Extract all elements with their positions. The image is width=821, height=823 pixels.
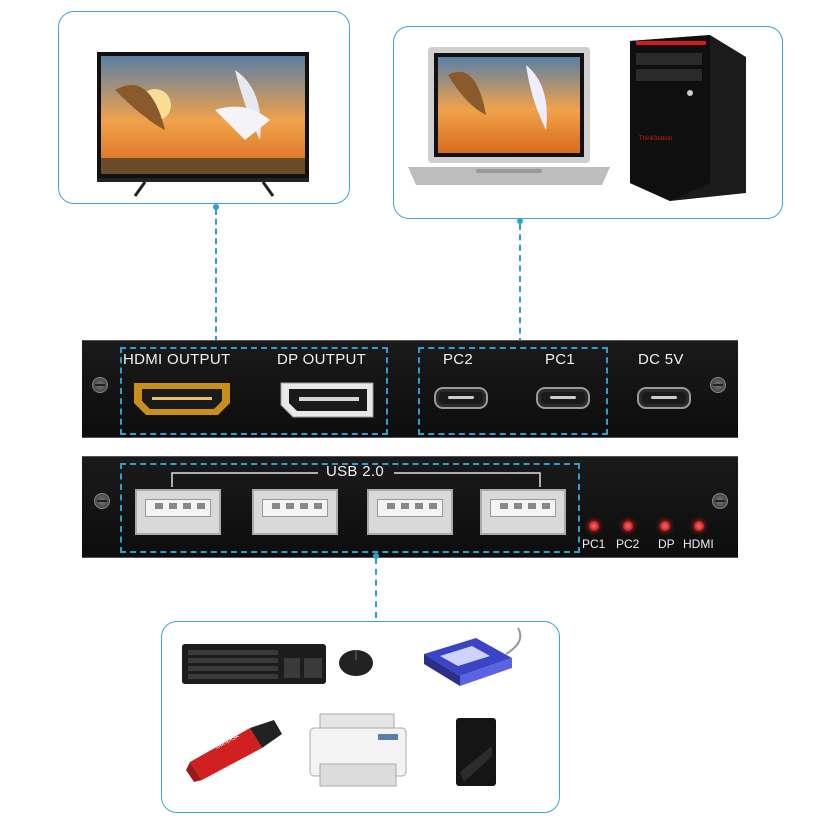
video-output-highlight xyxy=(120,347,388,435)
led-dp xyxy=(660,521,670,531)
usb-label: USB 2.0 xyxy=(326,463,384,480)
usb-hub-highlight xyxy=(120,463,580,553)
tv-icon xyxy=(97,52,309,197)
led-label: PC1 xyxy=(582,537,606,551)
connector-line xyxy=(519,224,521,344)
screw-icon xyxy=(710,377,726,393)
screw-icon xyxy=(712,493,728,509)
usb-a-port xyxy=(135,489,221,535)
usb-a-port xyxy=(252,489,338,535)
screw-icon xyxy=(94,493,110,509)
pc1-label: PC1 xyxy=(545,351,576,368)
connector-dot xyxy=(213,204,219,210)
led-pc2 xyxy=(623,521,633,531)
usb-c-port-dc xyxy=(637,387,691,409)
usb-c-port-pc1 xyxy=(536,387,590,409)
led-label: DP xyxy=(658,537,675,551)
usb-a-port xyxy=(480,489,566,535)
connector-dot xyxy=(373,553,379,559)
keyboard-icon xyxy=(182,644,326,684)
usb-bracket-line xyxy=(171,472,541,487)
laptop-icon xyxy=(408,47,610,185)
hdmi-port-icon xyxy=(134,383,230,415)
computer-group-box: ThinkStation xyxy=(393,26,783,219)
dc-power-label: DC 5V xyxy=(638,351,684,368)
external-hard-drive-icon xyxy=(456,718,496,786)
mouse-icon xyxy=(339,650,373,676)
pc2-label: PC2 xyxy=(443,351,474,368)
displayport-icon xyxy=(280,382,374,418)
hdmi-output-label: HDMI OUTPUT xyxy=(123,351,231,368)
dp-output-label: DP OUTPUT xyxy=(277,351,367,368)
printer-icon xyxy=(309,713,407,787)
connector-line xyxy=(215,209,217,342)
usb-c-port-pc2 xyxy=(434,387,488,409)
front-panel-bottom: USB 2.0 PC1 PC2 DP HDMI xyxy=(82,456,738,558)
tower-pc-icon xyxy=(630,35,746,201)
tower-brand-label: ThinkStation xyxy=(639,136,673,142)
usb-flash-drive-icon xyxy=(186,720,282,782)
led-hdmi xyxy=(694,521,704,531)
led-label: PC2 xyxy=(616,537,640,551)
connector-dot xyxy=(517,218,523,224)
front-panel-top: HDMI OUTPUT DP OUTPUT PC2 PC1 DC 5V xyxy=(82,340,738,438)
peripherals-group-box: SanDisk xyxy=(161,621,560,813)
led-pc1 xyxy=(589,521,599,531)
screw-icon xyxy=(92,377,108,393)
led-label: HDMI xyxy=(683,537,714,551)
display-group-box xyxy=(58,11,350,204)
connector-line xyxy=(375,558,377,618)
floppy-drive-icon xyxy=(424,627,522,686)
pc-input-highlight xyxy=(418,347,608,435)
usb-a-port xyxy=(367,489,453,535)
